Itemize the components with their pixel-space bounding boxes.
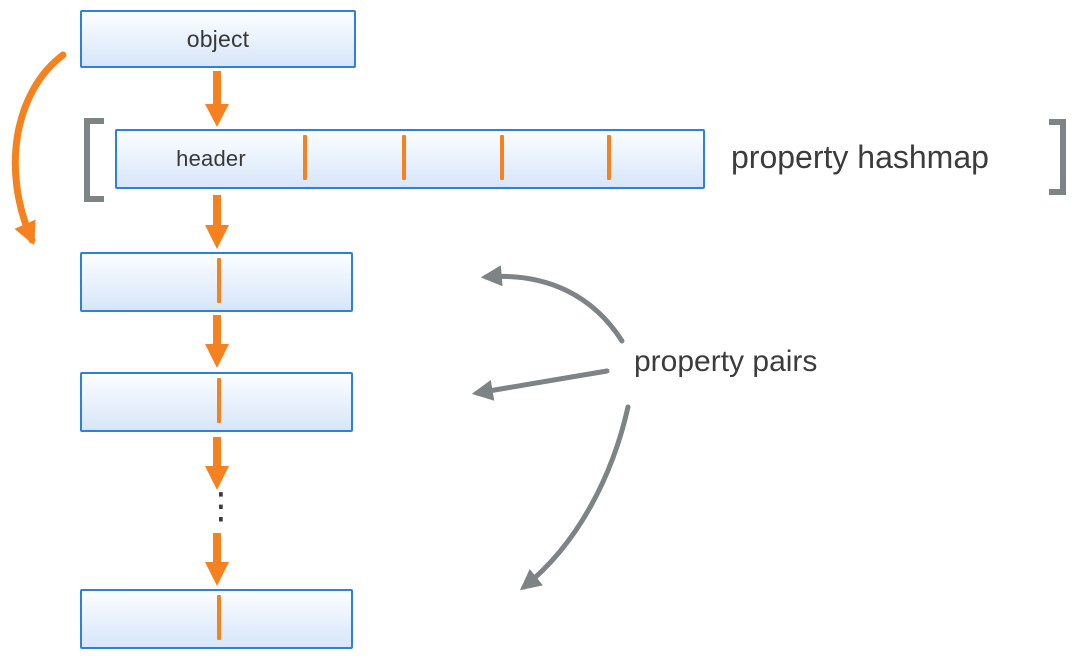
pairs-pointer-bottom-arrow-icon xyxy=(519,404,631,591)
right-bracket-icon xyxy=(1049,119,1066,195)
property-hashmap-annotation: property hashmap xyxy=(731,139,989,175)
object-to-pairs-curved-arrow-icon xyxy=(11,51,67,246)
pair-divider xyxy=(217,258,221,303)
hashmap-header-label: header xyxy=(176,146,246,171)
property-pair-box xyxy=(80,589,353,649)
object-box: object xyxy=(80,10,356,68)
left-bracket-icon xyxy=(84,118,104,202)
hashmap-slot-divider xyxy=(402,135,406,180)
pair1-to-pair2-arrow-icon xyxy=(205,315,229,368)
object-to-hashmap-arrow-icon xyxy=(205,71,229,127)
hashmap-to-pair1-arrow-icon xyxy=(205,195,229,249)
hashmap-slot-divider xyxy=(500,135,504,180)
property-pair-box xyxy=(80,372,353,432)
pairs-pointer-middle-arrow-icon xyxy=(471,368,610,401)
pair-divider xyxy=(217,595,221,640)
pair2-to-ellipsis-arrow-icon xyxy=(205,437,229,490)
hashmap-slot-divider xyxy=(303,135,307,180)
property-hashmap-box: header xyxy=(115,129,705,189)
ellipsis-dots: ⋮ xyxy=(203,485,239,526)
hashmap-slot-divider xyxy=(607,135,611,180)
object-box-label: object xyxy=(186,25,250,52)
pair-divider xyxy=(217,378,221,423)
ellipsis-to-pair3-arrow-icon xyxy=(205,533,229,586)
property-pairs-annotation: property pairs xyxy=(634,345,818,378)
pairs-pointer-top-arrow-icon xyxy=(480,265,625,344)
property-pair-box xyxy=(80,252,353,312)
